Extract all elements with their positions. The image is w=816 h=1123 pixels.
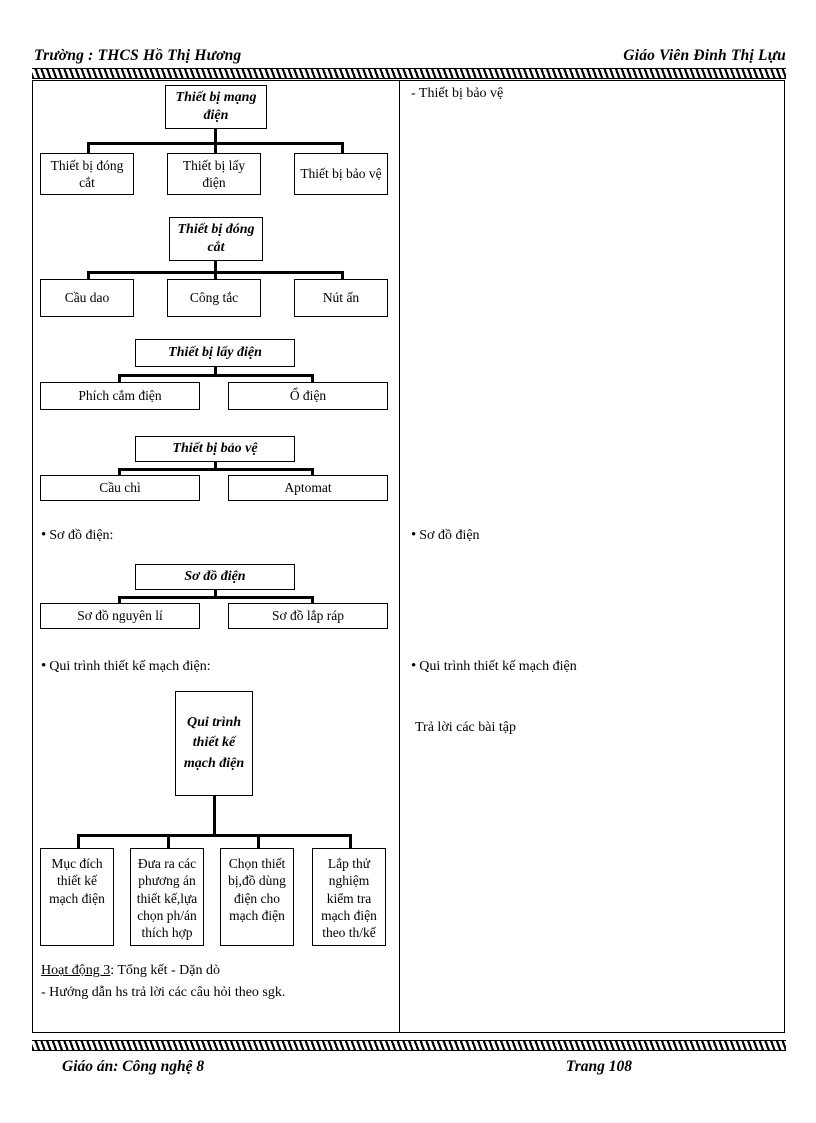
header-school: Trường : THCS Hồ Thị Hương xyxy=(34,47,242,64)
activity-label: Hoạt động 3 xyxy=(41,963,111,978)
connector xyxy=(214,367,217,377)
node-nut-an: Nút ấn xyxy=(294,279,388,317)
guidance-line: - Hướng dẫn hs trả lời các câu hỏi theo … xyxy=(41,985,286,1000)
node-root-thiet-bi-lay-dien: Thiết bị lấy điện xyxy=(135,339,295,367)
connector xyxy=(167,834,170,850)
connector xyxy=(213,796,216,837)
connector xyxy=(311,374,314,384)
activity-heading: Hoạt động 3: Tổng kết - Dặn dò xyxy=(41,962,220,981)
connector xyxy=(214,590,217,599)
left-column: Thiết bị mạng điện Thiết bị đóng cắt Thi… xyxy=(33,81,399,1032)
connector xyxy=(349,834,352,850)
right-column: - Thiết bị bảo vệ Sơ đồ điện Qui trình t… xyxy=(401,81,784,1032)
column-divider xyxy=(399,81,400,1032)
connector xyxy=(118,468,314,471)
node-so-do-lap-rap: Sơ đồ lắp ráp xyxy=(228,603,388,629)
page-footer: Giáo án: Công nghệ 8 Trang 108 xyxy=(62,1055,762,1079)
node-root-thiet-bi-bao-ve: Thiết bị bảo vệ xyxy=(135,436,295,462)
right-line-qui-trinh: Qui trình thiết kế mạch điện xyxy=(411,656,576,677)
connector xyxy=(341,142,344,154)
bullet-so-do-dien: Sơ đồ điện: xyxy=(41,525,113,546)
node-o-dien: Ổ điện xyxy=(228,382,388,410)
connector xyxy=(257,834,260,850)
node-thiet-bi-dong-cat: Thiết bị đóng cắt xyxy=(40,153,134,195)
node-thiet-bi-lay-dien: Thiết bị lấy điện xyxy=(167,153,261,195)
node-root-qui-trinh: Qui trình thiết kế mạch điện xyxy=(175,691,253,796)
connector xyxy=(118,596,314,599)
connector xyxy=(341,271,344,281)
node-cau-dao: Cầu dao xyxy=(40,279,134,317)
node-cau-chi: Cầu chì xyxy=(40,475,200,501)
decorative-rule-bottom xyxy=(32,1040,786,1051)
node-root-so-do-dien: Sơ đồ điện xyxy=(135,564,295,590)
connector xyxy=(118,374,121,384)
connector xyxy=(311,596,314,605)
decorative-rule-top xyxy=(32,68,786,79)
connector xyxy=(118,596,121,605)
node-cong-tac: Công tắc xyxy=(167,279,261,317)
connector xyxy=(87,271,90,281)
node-so-do-nguyen-li: Sơ đồ nguyên lí xyxy=(40,603,200,629)
right-line-tra-loi: Trả lời các bài tập xyxy=(415,720,516,735)
bullet-qui-trinh: Qui trình thiết kế mạch điện: xyxy=(41,656,210,677)
connector xyxy=(87,142,90,154)
node-lap-thu-nghiem: Lắp thử nghiệm kiểm tra mạch điện theo t… xyxy=(312,848,386,946)
connector xyxy=(214,271,217,281)
connector xyxy=(118,468,121,477)
right-line-thiet-bi-bao-ve: - Thiết bị bảo vệ xyxy=(411,86,504,101)
node-root-thiet-bi-mang-dien: Thiết bị mạng điện xyxy=(165,85,267,129)
connector xyxy=(214,129,217,145)
node-root-thiet-bi-dong-cat: Thiết bị đóng cắt xyxy=(169,217,263,261)
connector xyxy=(118,374,314,377)
connector xyxy=(214,462,217,471)
node-aptomat: Aptomat xyxy=(228,475,388,501)
footer-title: Giáo án: Công nghệ 8 xyxy=(62,1058,205,1075)
node-dua-ra-phuong-an: Đưa ra các phương án thiết kế,lựa chọn p… xyxy=(130,848,204,946)
connector xyxy=(77,834,80,850)
footer-page-number: Trang 108 xyxy=(565,1058,632,1075)
connector xyxy=(77,834,352,837)
node-phich-cam-dien: Phích cắm điện xyxy=(40,382,200,410)
connector xyxy=(214,142,217,154)
lesson-plan-table: Thiết bị mạng điện Thiết bị đóng cắt Thi… xyxy=(32,80,785,1033)
page-header: Trường : THCS Hồ Thị Hương Giáo Viên Đin… xyxy=(34,44,786,68)
right-line-so-do-dien: Sơ đồ điện xyxy=(411,525,479,546)
connector xyxy=(214,261,217,274)
node-muc-dich-thiet-ke: Mục đích thiết kế mạch điện xyxy=(40,848,114,946)
node-chon-thiet-bi: Chọn thiết bị,đồ dùng điện cho mạch điện xyxy=(220,848,294,946)
node-thiet-bi-bao-ve: Thiết bị bảo vệ xyxy=(294,153,388,195)
connector xyxy=(311,468,314,477)
activity-rest: : Tổng kết - Dặn dò xyxy=(110,963,220,978)
header-teacher: Giáo Viên Đinh Thị Lựu xyxy=(623,47,786,64)
